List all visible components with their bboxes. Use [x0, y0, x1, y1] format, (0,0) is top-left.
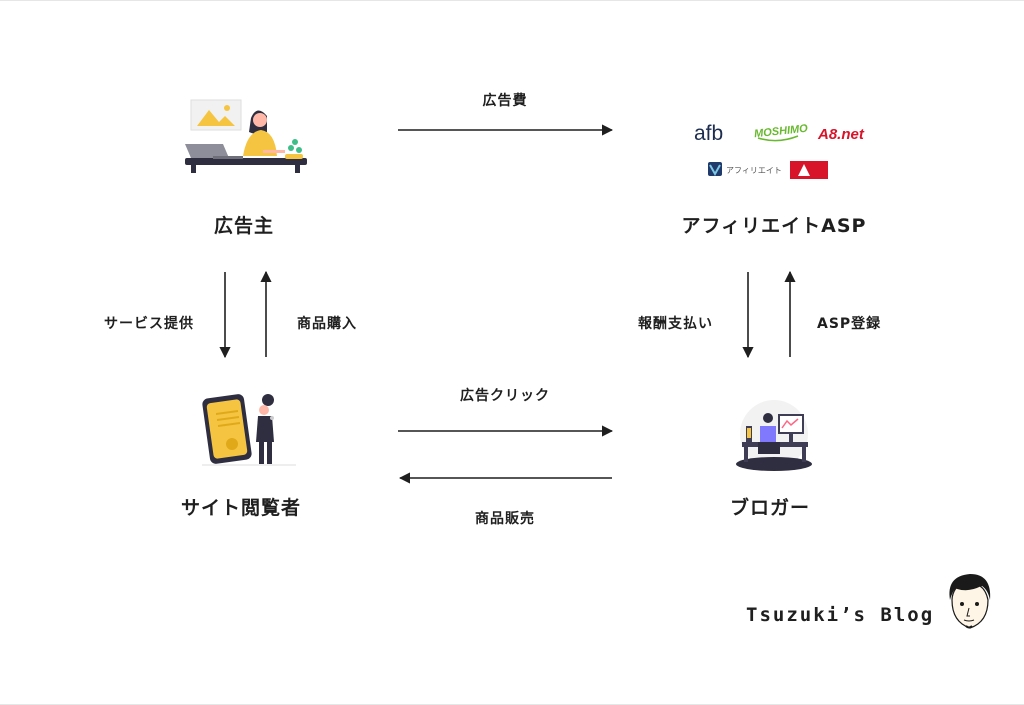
label-ad-click: 広告クリック — [460, 388, 550, 404]
label-asp-register: ASP登録 — [817, 316, 882, 332]
advertiser-illustration — [183, 96, 311, 178]
visitor-illustration — [198, 388, 300, 468]
a8-logo: A8.net — [817, 126, 865, 143]
label-ad-fee: 広告費 — [482, 93, 528, 109]
label-reward: 報酬支払い — [638, 316, 713, 332]
author-avatar — [944, 570, 994, 632]
label-sales: 商品販売 — [475, 511, 535, 527]
node-blogger: ブロガー — [729, 497, 811, 519]
asp-logos: afb MOSHIMO A8.net アフィリエイト — [688, 116, 868, 186]
label-service: サービス提供 — [104, 316, 194, 332]
label-purchase: 商品購入 — [297, 316, 357, 332]
moshimo-logo: MOSHIMO — [754, 123, 809, 141]
node-visitor: サイト閲覧者 — [180, 497, 302, 519]
brand-name: Tsuzuki’s Blog — [746, 604, 935, 626]
afb-logo: afb — [694, 122, 723, 145]
vc-logo: アフィリエイト — [726, 166, 782, 175]
blogger-illustration — [732, 400, 816, 472]
node-asp: アフィリエイトASP — [681, 215, 867, 237]
node-advertiser: 広告主 — [213, 215, 275, 237]
